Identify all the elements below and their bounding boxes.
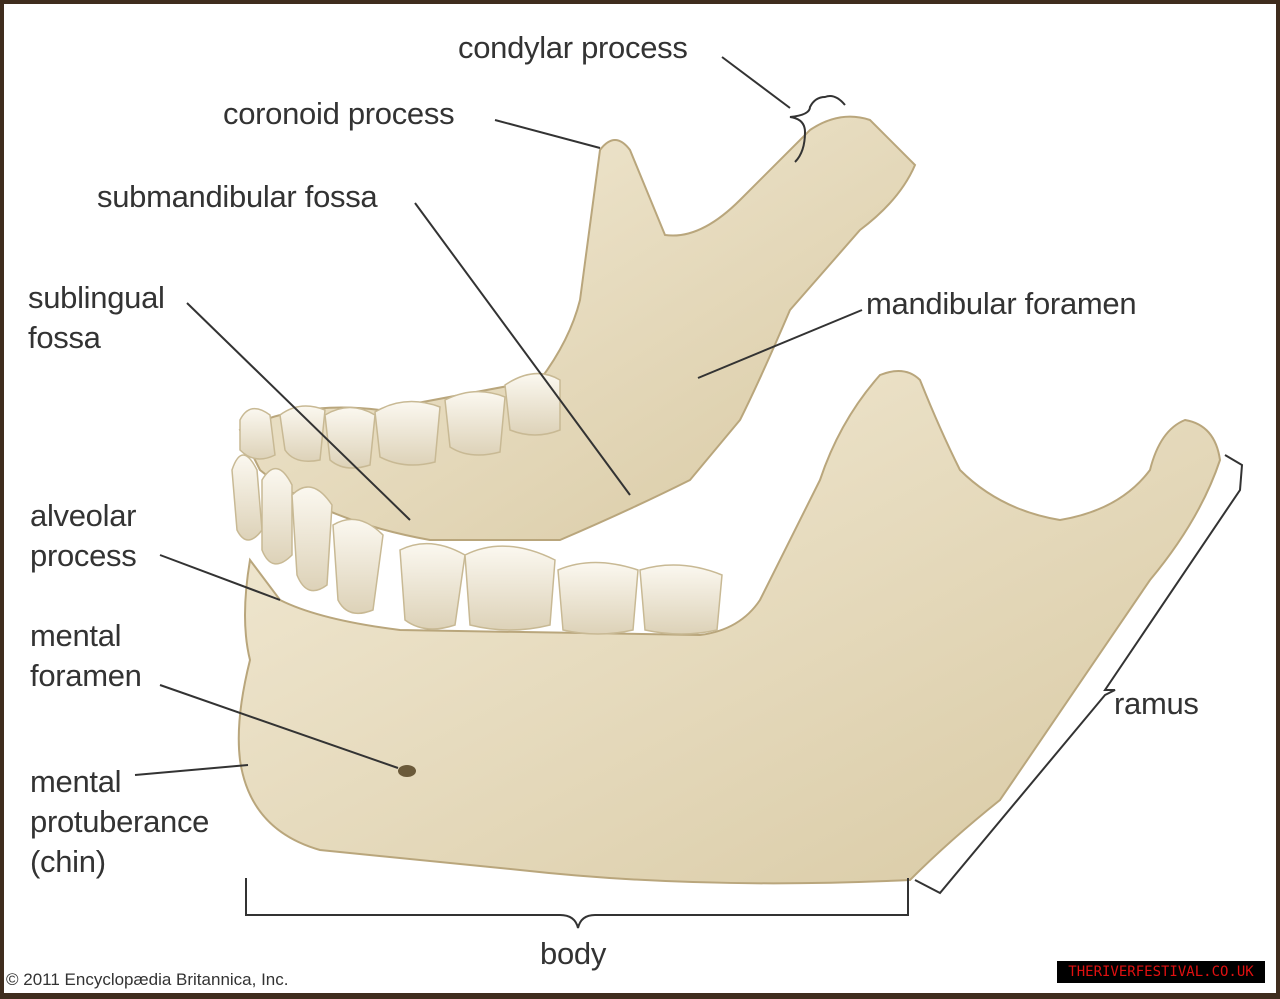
label-mental-foramen: mental foramen xyxy=(30,616,142,696)
label-mental-protuberance: mental protuberance (chin) xyxy=(30,762,209,882)
label-line: sublingual xyxy=(28,280,165,315)
label-line: foramen xyxy=(30,658,142,693)
label-line: protuberance xyxy=(30,804,210,839)
diagram-frame: condylar process coronoid process subman… xyxy=(4,4,1276,993)
rear-teeth xyxy=(239,372,561,469)
label-mandibular-foramen: mandibular foramen xyxy=(866,286,1137,321)
label-coronoid-process: coronoid process xyxy=(223,96,455,131)
label-submandibular-fossa: submandibular fossa xyxy=(97,179,378,214)
label-line: mental xyxy=(30,618,122,653)
copyright: © 2011 Encyclopædia Britannica, Inc. xyxy=(6,970,289,989)
label-line: fossa xyxy=(28,320,101,355)
mental-foramen-hole xyxy=(398,765,416,777)
label-sublingual-fossa: sublingual fossa xyxy=(28,278,165,358)
label-line: process xyxy=(30,538,137,573)
front-mandible xyxy=(237,370,1222,885)
label-line: alveolar xyxy=(30,498,137,533)
label-alveolar-process: alveolar process xyxy=(30,496,137,576)
label-body: body xyxy=(540,936,607,971)
leader-lines xyxy=(134,56,1244,929)
front-teeth xyxy=(231,454,723,635)
label-line: (chin) xyxy=(30,844,106,879)
label-condylar-process: condylar process xyxy=(458,30,688,65)
watermark: THERIVERFESTIVAL.CO.UK xyxy=(1057,961,1265,983)
mandible-illustration xyxy=(134,56,1244,929)
label-ramus: ramus xyxy=(1114,686,1199,721)
label-line: mental xyxy=(30,764,122,799)
